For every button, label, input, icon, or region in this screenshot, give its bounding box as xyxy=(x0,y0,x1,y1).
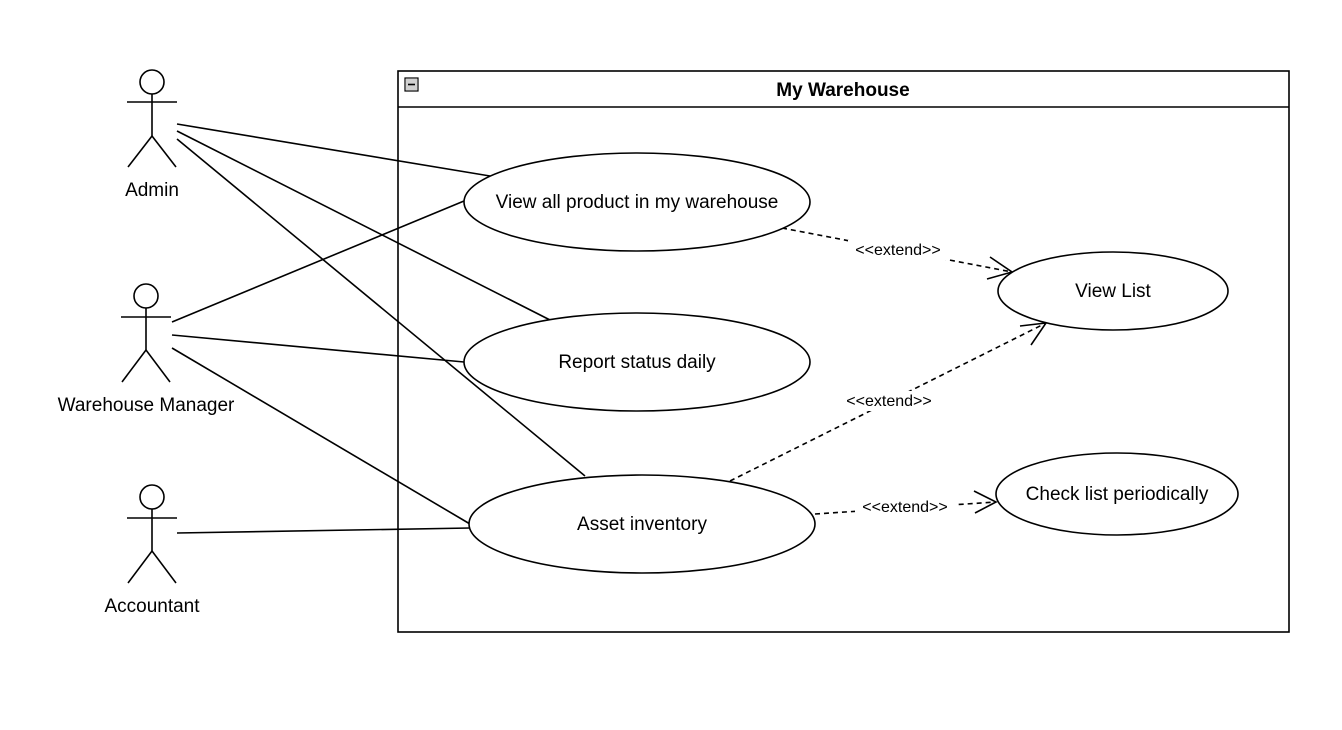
use-case-report-label: Report status daily xyxy=(558,352,716,373)
collapse-icon[interactable] xyxy=(404,77,419,92)
stick-figure-icon xyxy=(127,69,177,168)
use-case-view-list[interactable]: View List xyxy=(997,251,1229,331)
association-admin-asset xyxy=(176,138,586,477)
stick-figure-icon xyxy=(127,484,177,584)
use-case-view-all-label: View all product in my warehouse xyxy=(496,192,779,213)
extend-label-3: <<extend>> xyxy=(862,499,947,516)
use-case-view-all[interactable]: View all product in my warehouse xyxy=(463,152,811,252)
use-case-view-list-label: View List xyxy=(1075,281,1151,302)
extend-label-2: <<extend>> xyxy=(846,393,931,410)
association-manager-asset xyxy=(171,347,471,525)
association-admin-report xyxy=(176,130,553,322)
association-accountant-asset xyxy=(176,527,471,534)
actor-warehouse-manager-label: Warehouse Manager xyxy=(58,395,235,416)
use-case-asset-label: Asset inventory xyxy=(577,514,707,535)
actor-admin[interactable]: Admin xyxy=(125,69,179,201)
stick-figure-icon xyxy=(121,283,171,383)
use-case-check-list-label: Check list periodically xyxy=(1026,484,1209,505)
actor-accountant-label: Accountant xyxy=(104,596,200,617)
extend-line-asset-to-view-list xyxy=(729,322,1047,482)
use-case-check-list[interactable]: Check list periodically xyxy=(995,452,1239,536)
extend-relationships: <<extend>> <<extend>> <<extend>> xyxy=(729,227,1048,517)
actor-warehouse-manager[interactable]: Warehouse Manager xyxy=(58,283,235,416)
use-case-asset[interactable]: Asset inventory xyxy=(468,474,816,574)
association-manager-view-all xyxy=(171,200,465,323)
actor-admin-label: Admin xyxy=(125,180,179,201)
actor-accountant[interactable]: Accountant xyxy=(104,484,200,617)
association-admin-view-all xyxy=(176,123,491,177)
use-case-report[interactable]: Report status daily xyxy=(463,312,811,412)
system-title: My Warehouse xyxy=(776,80,909,101)
extend-label-1: <<extend>> xyxy=(855,242,940,259)
system-boundary[interactable]: My Warehouse xyxy=(397,70,1290,633)
association-manager-report xyxy=(171,334,465,363)
associations xyxy=(171,123,586,534)
extend-arrowhead-3 xyxy=(973,490,998,514)
